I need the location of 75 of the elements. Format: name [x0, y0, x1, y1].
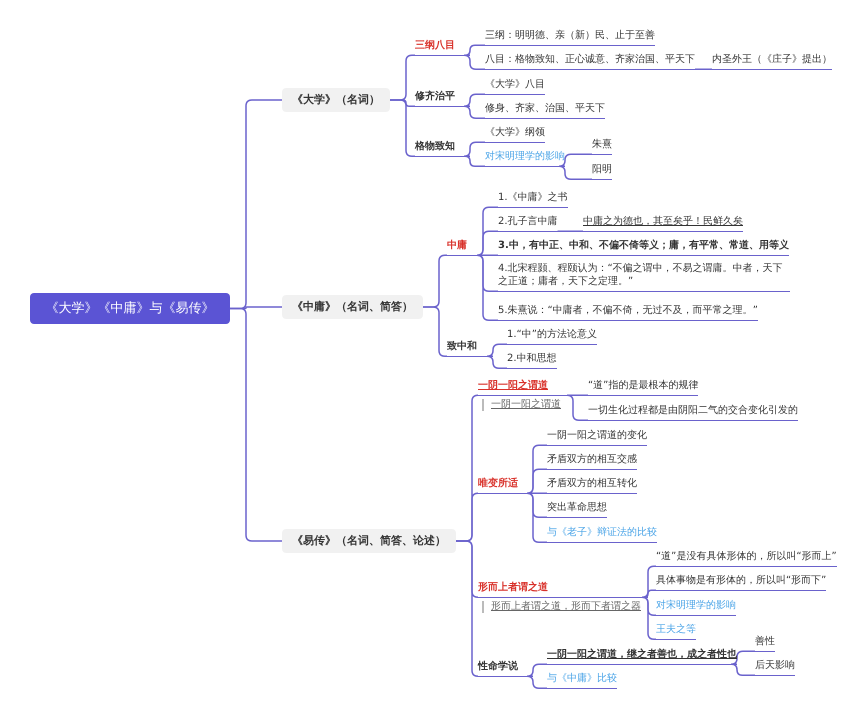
topic-text: 2.中和思想: [507, 352, 557, 369]
branch-topic: 《大学》（名词）: [282, 88, 390, 112]
topic-text: 中庸之为德也，其至矣乎！民鲜久矣: [583, 215, 743, 232]
root-topic: 《大学》《中庸》与《易传》: [30, 293, 230, 324]
topic-text: 一阴一阳之谓道，继之者善也，成之者性也: [547, 648, 737, 665]
topic-text: 具体事物是有形体的，所以叫“形而下”: [656, 574, 826, 591]
topic-text: 一切生化过程都是由阴阳二气的交合变化引发的: [588, 404, 798, 421]
topic-text: 一阴一阳之谓道的变化: [547, 429, 647, 446]
topic-text: 八目：格物致知、正心诚意、齐家治国、平天下: [485, 53, 695, 70]
connector-line: [463, 94, 485, 107]
topic-text: 矛盾双方的相互转化: [547, 477, 637, 494]
connector-line: [230, 308, 282, 542]
subtopic-heading: 形而上者谓之道: [478, 581, 648, 598]
topic-text: 《大学》纲领: [485, 126, 545, 143]
link-topic: 王夫之等: [656, 623, 696, 640]
connector-line: [486, 356, 507, 369]
topic-text: 矛盾双方的相互交感: [547, 453, 637, 470]
connector-line: [526, 676, 547, 689]
subtopic-heading: 中庸: [447, 239, 483, 256]
topic-text: “道”指的是最根本的规律: [588, 379, 698, 396]
subtopic-heading: 修齐治平: [415, 90, 470, 107]
topic-text: 后天影响: [755, 659, 795, 676]
connector-line: [463, 106, 485, 119]
topic-text: 阳明: [592, 163, 612, 180]
connector-line: [641, 566, 656, 598]
topic-text: 三纲：明明德、亲（新）民、止于至善: [485, 29, 655, 46]
topic-text: 《大学》八目: [485, 78, 545, 95]
topic-text: 1.“中”的方法论意义: [507, 328, 597, 345]
note-text: 形而上者谓之道，形而下者谓之器: [482, 601, 641, 613]
branch-topic: 《易传》（名词、简答、论述）: [282, 529, 456, 553]
link-topic: 对宋明理学的影响: [656, 599, 736, 616]
connector-line: [730, 664, 755, 676]
connector-line: [730, 650, 755, 665]
connector-line: [483, 254, 498, 256]
topic-text: 3.中，有中正、中和、不偏不倚等义；庸，有平常、常道、用等义: [498, 239, 789, 256]
connector-line: [558, 230, 583, 232]
connector-line: [644, 590, 656, 598]
connector-line: [533, 492, 547, 494]
note-text: 一阴一阳之谓道: [482, 399, 561, 411]
link-topic: 对宋明理学的影响: [485, 150, 565, 167]
link-topic: 与《老子》辩证法的比较: [547, 526, 657, 543]
subtopic-heading: 唯变所适: [478, 477, 533, 494]
connector-line: [486, 344, 507, 357]
connector-line: [573, 394, 588, 396]
topic-text: “道”是没有具体形体的，所以叫“形而上”: [656, 550, 837, 567]
connector-line: [463, 54, 485, 70]
topic-text: 善性: [755, 635, 775, 652]
connector-line: [558, 154, 592, 167]
subtopic-heading: 性命学说: [478, 660, 533, 677]
connector-line: [476, 254, 498, 321]
connector-line: [464, 156, 485, 167]
topic-text: 修身、齐家、治国、平天下: [485, 102, 605, 119]
branch-topic: 《中庸》（名词、简答）: [282, 295, 423, 319]
topic-text: 4.北宋程颢、程颐认为：“不偏之谓中，不易之谓庸。中者，天下之正道；庸者，天下之定理。”: [498, 262, 790, 292]
connector-line: [695, 68, 712, 70]
subtopic-heading: 三纲八目: [415, 39, 470, 56]
subtopic-heading: 致中和: [447, 340, 493, 357]
link-topic: 与《中庸》比较: [547, 672, 617, 689]
connector-line: [476, 230, 498, 256]
connector-line: [641, 596, 656, 640]
connector-line: [526, 468, 547, 494]
topic-text: 2.孔子言中庸: [498, 215, 558, 232]
connector-line: [463, 142, 485, 157]
topic-text: 朱熹: [592, 138, 612, 155]
connector-line: [390, 99, 415, 157]
topic-text: 突出革命思想: [547, 501, 607, 518]
connector-line: [526, 492, 547, 543]
topic-text: 1.《中庸》之书: [498, 191, 568, 208]
topic-text: 内圣外王（《庄子》提出）: [712, 53, 832, 70]
subtopic-heading: 一阴一阳之谓道: [478, 379, 573, 396]
topic-text: 5.朱熹说：“中庸者，不偏不倚，无过不及，而平常之理。”: [498, 304, 758, 321]
subtopic-heading: 格物致知: [415, 140, 470, 157]
connector-line: [464, 44, 485, 56]
connector-line: [526, 664, 547, 677]
connector-line: [558, 166, 592, 180]
